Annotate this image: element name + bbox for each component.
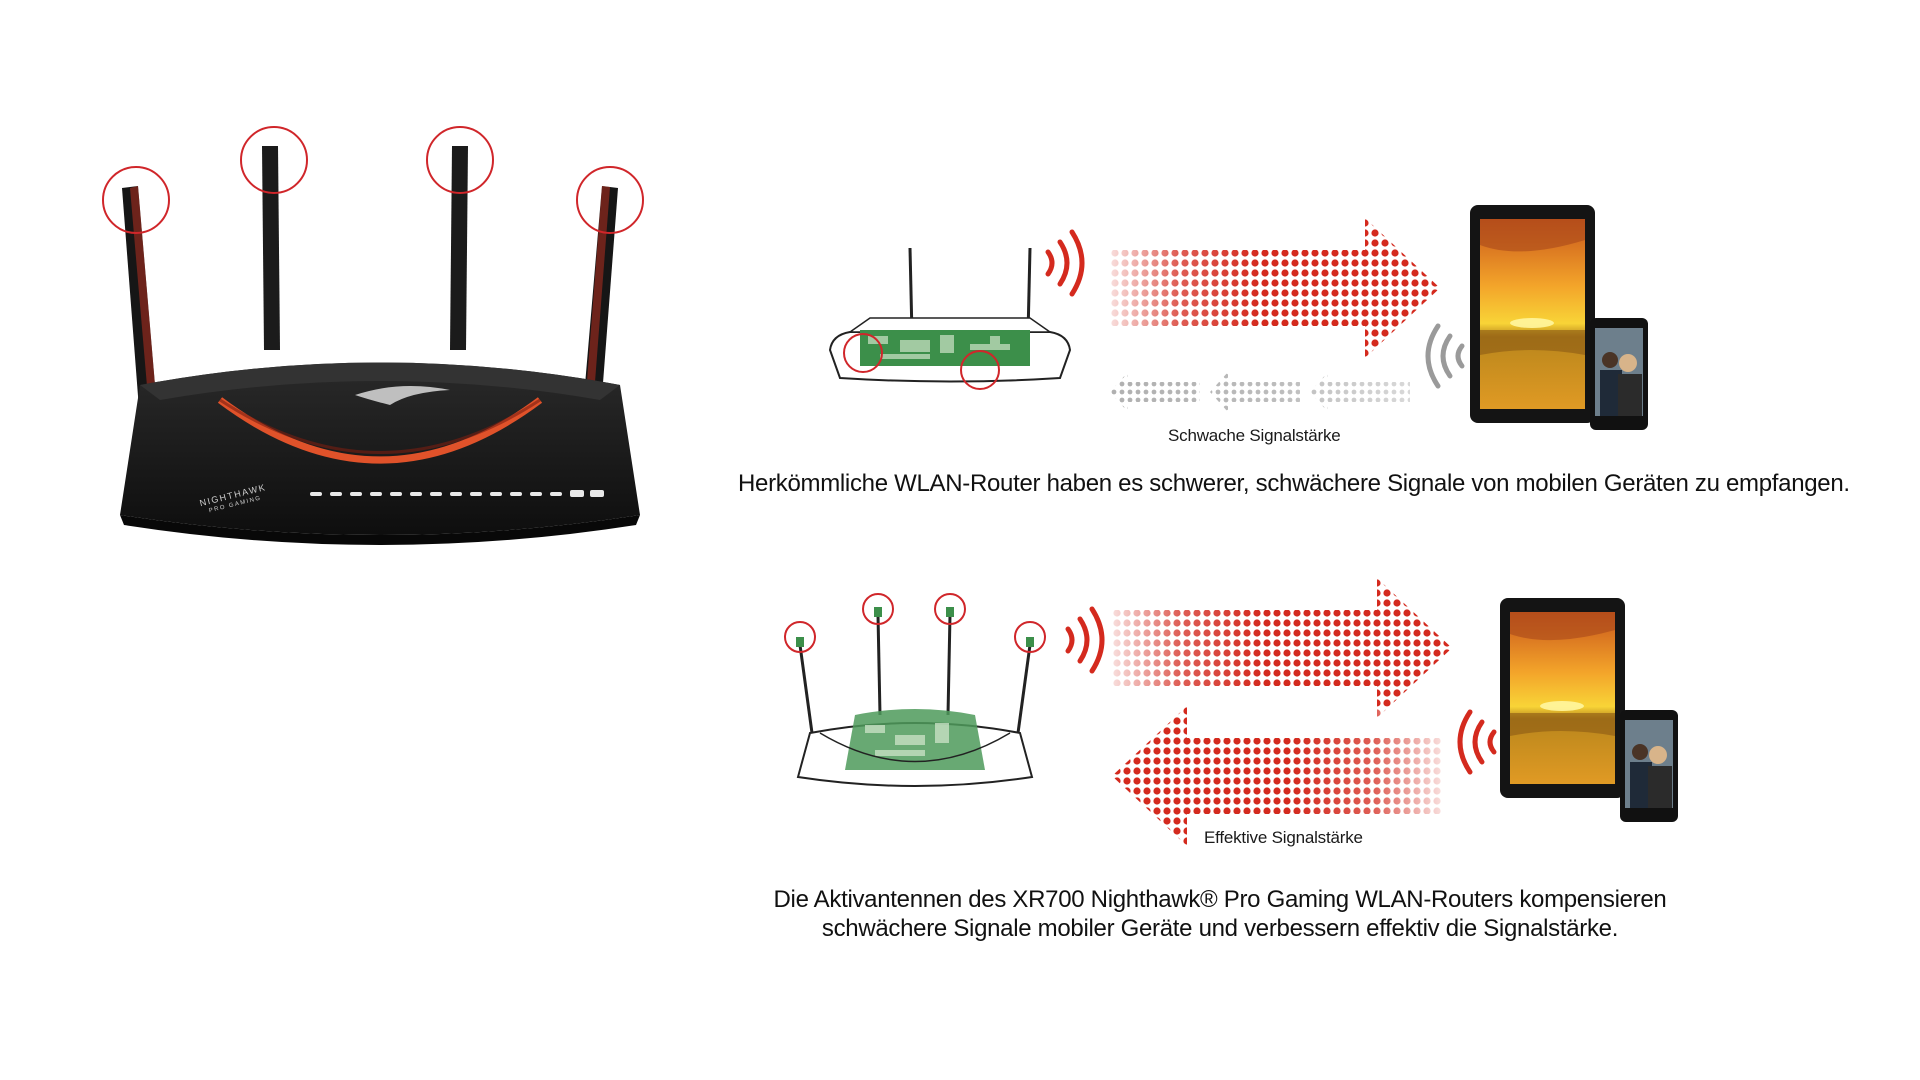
- router-antenna: [262, 146, 280, 350]
- wifi-waves-icon: [1060, 605, 1110, 675]
- top-caption: Herkömmliche WLAN-Router haben es schwer…: [738, 470, 1850, 497]
- weak-signal-label: Schwache Signalstärke: [1168, 426, 1341, 445]
- bottom-caption: Die Aktivantennen des XR700 Nighthawk® P…: [773, 886, 1667, 942]
- wifi-waves-icon: [1452, 706, 1502, 778]
- tablet-icon: [1500, 598, 1680, 828]
- wifi-waves-icon: [1040, 228, 1090, 298]
- hero-router-image: NIGHTHAWK PRO GAMING: [80, 100, 680, 560]
- phone-icon: [1590, 318, 1650, 433]
- arrow-icon: [1112, 578, 1452, 718]
- xr700-router-icon: [780, 593, 1050, 790]
- wifi-waves-icon: [1420, 320, 1470, 392]
- router-antenna: [582, 186, 618, 422]
- conventional-router-icon: [820, 240, 1080, 390]
- router-antenna: [122, 186, 158, 422]
- router-antenna: [450, 146, 468, 350]
- effective-signal-label: Effektive Signalstärke: [1204, 828, 1363, 847]
- arrow-icon: [1112, 706, 1442, 846]
- tablet-icon: [1470, 205, 1650, 435]
- weak-return-arrows: [1110, 372, 1410, 412]
- phone-icon: [1620, 710, 1680, 825]
- arrow-icon: [1110, 218, 1440, 358]
